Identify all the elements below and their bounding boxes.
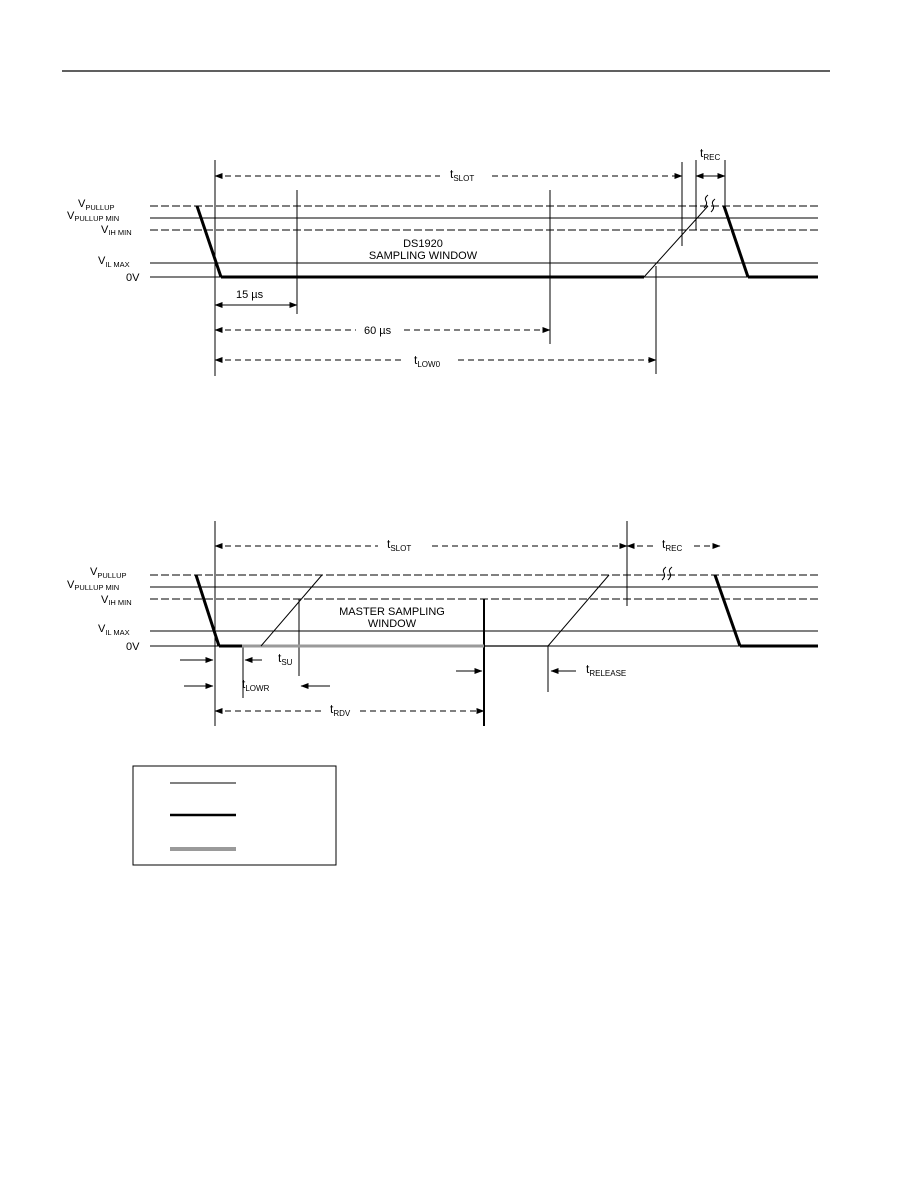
vih-min-label-1: VIH MIN [101, 224, 132, 237]
t-rdv-label-2: tRDV [330, 702, 351, 718]
tlow0-label-1: tLOW0 [414, 353, 441, 369]
t-slot-label-1: tSLOT [450, 167, 474, 183]
zero-label-2: 0V [126, 641, 140, 653]
t-slot-label-2: tSLOT [387, 537, 411, 553]
vpullup-label-1: VPULLUP [78, 198, 115, 212]
master-fall-next-2 [713, 574, 742, 647]
break-symbol-1 [703, 194, 716, 213]
vpullup-min-label-2: VPULLUP MIN [67, 579, 119, 592]
vpullup-min-label-1: VPULLUP MIN [67, 210, 119, 223]
window-label-line1-1: DS1920 [403, 238, 443, 250]
window-label-line2-2: WINDOW [368, 618, 417, 630]
resistor-rise-1 [643, 205, 709, 278]
zero-label-1: 0V [126, 272, 140, 284]
t-release-label-2: tRELEASE [586, 662, 626, 678]
read-data-diagram: VPULLUP VPULLUP MIN VIH MIN VIL MAX 0V t… [67, 521, 818, 726]
vpullup-label-2: VPULLUP [90, 566, 127, 580]
t-rec-label-2: tREC [662, 537, 682, 553]
t15-label-1: 15 µs [236, 289, 264, 301]
window-label-line1-2: MASTER SAMPLING [339, 606, 445, 618]
master-fall-2 [194, 574, 221, 647]
vil-max-label-2: VIL MAX [98, 623, 130, 637]
t15-label-bg-1 [230, 288, 278, 302]
vil-max-label-1: VIL MAX [98, 255, 130, 269]
master-fall-next-1 [722, 205, 750, 278]
legend [132, 765, 337, 866]
window-label-line2-1: SAMPLING WINDOW [369, 250, 478, 262]
break-symbol-2 [661, 566, 673, 581]
zero-release-rise-2 [547, 574, 610, 647]
t-lowr-label-2: tLOWR [242, 677, 270, 693]
t-rec-label-1: tREC [700, 146, 720, 162]
t-su-label-2: tSU [278, 651, 293, 667]
one-rise-2 [260, 574, 323, 647]
vih-min-label-2: VIH MIN [101, 594, 132, 607]
write-zero-diagram: VPULLUP VPULLUP MIN VIH MIN VIL MAX 0V t… [67, 146, 818, 376]
master-fall-1 [195, 205, 223, 278]
t60-label-1: 60 µs [364, 325, 392, 337]
